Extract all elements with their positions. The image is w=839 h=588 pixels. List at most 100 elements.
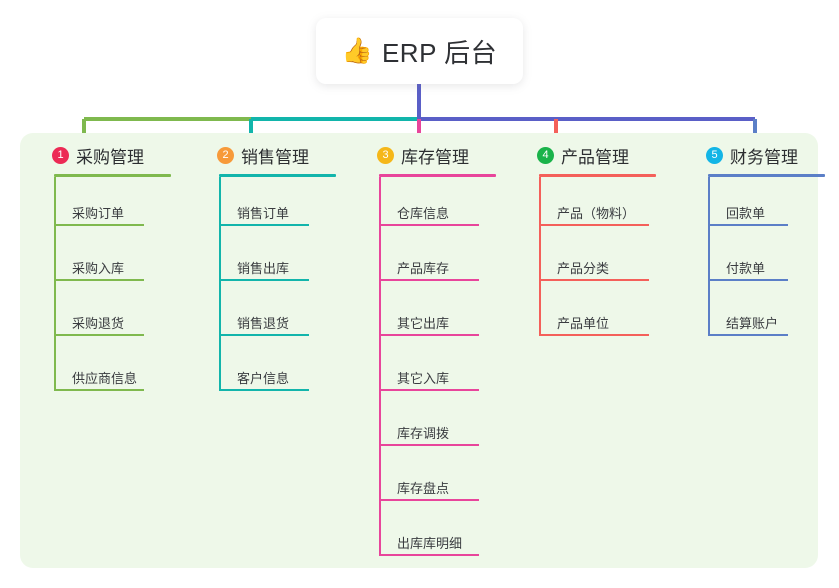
list-item-rule: [379, 444, 479, 446]
list-item[interactable]: 回款单: [690, 177, 839, 232]
column-header-rule: [54, 174, 171, 177]
column-title: 库存管理: [401, 147, 469, 167]
list-item[interactable]: 付款单: [690, 232, 839, 287]
column-4: 4 产品管理产品（物料） 产品分类产品单位: [521, 142, 681, 342]
list-item[interactable]: 采购订单: [36, 177, 196, 232]
list-item-rule: [54, 334, 144, 336]
list-item-label: 销售出库: [237, 261, 290, 276]
list-item-label: 结算账户: [726, 316, 779, 331]
column-trunk-line: [54, 177, 56, 391]
list-item-label: 其它出库: [397, 316, 450, 331]
list-item[interactable]: 其它入库: [361, 342, 521, 397]
column-number-badge: 1: [52, 146, 69, 164]
list-item-label: 产品库存: [397, 261, 450, 276]
page-title: ERP 后台: [381, 37, 498, 68]
list-item[interactable]: 出库库明细: [361, 507, 521, 562]
list-item-rule: [379, 389, 479, 391]
list-item-rule: [708, 279, 788, 281]
column-header-rule: [379, 174, 496, 177]
list-item[interactable]: 采购退货: [36, 287, 196, 342]
list-item[interactable]: 销售订单: [201, 177, 361, 232]
list-item-rule: [539, 334, 649, 336]
column-header-3[interactable]: 3 库存管理: [361, 142, 521, 168]
list-item[interactable]: 销售出库: [201, 232, 361, 287]
list-item[interactable]: 产品分类: [521, 232, 681, 287]
list-item[interactable]: 产品库存: [361, 232, 521, 287]
list-item-rule: [219, 389, 309, 391]
list-item[interactable]: 仓库信息: [361, 177, 521, 232]
list-item-label: 客户信息: [237, 371, 290, 386]
column-item-list: 销售订单销售出库销售退货客户信息: [201, 177, 361, 397]
list-item-rule: [539, 279, 649, 281]
column-5: 5 财务管理回款单付款单结算账户: [690, 142, 839, 342]
column-title: 产品管理: [561, 147, 629, 167]
column-title: 销售管理: [241, 147, 309, 167]
list-item[interactable]: 其它出库: [361, 287, 521, 342]
list-item-label: 仓库信息: [397, 206, 450, 221]
column-trunk-line: [708, 177, 710, 336]
list-item-label: 出库库明细: [397, 536, 463, 551]
list-item[interactable]: 采购入库: [36, 232, 196, 287]
list-item[interactable]: 客户信息: [201, 342, 361, 397]
list-item-label: 采购入库: [72, 261, 125, 276]
list-item-label: 采购退货: [72, 316, 125, 331]
column-title: 财务管理: [730, 147, 798, 167]
list-item-label: 产品分类: [557, 261, 610, 276]
list-item-rule: [539, 224, 649, 226]
column-number-badge: 2: [217, 146, 234, 164]
column-trunk-line: [219, 177, 221, 391]
column-2: 2 销售管理销售订单销售出库销售退货客户信息: [201, 142, 361, 397]
column-header-2[interactable]: 2 销售管理: [201, 142, 361, 168]
list-item[interactable]: 结算账户: [690, 287, 839, 342]
column-number-badge: 4: [537, 146, 554, 164]
column-item-list: 仓库信息产品库存其它出库其它入库库存调拨库存盘点出库库明细: [361, 177, 521, 562]
column-header-5[interactable]: 5 财务管理: [690, 142, 839, 168]
column-item-list: 产品（物料） 产品分类产品单位: [521, 177, 681, 342]
column-trunk-line: [379, 177, 381, 556]
list-item-label: 供应商信息: [72, 371, 138, 386]
list-item-label: 产品单位: [557, 316, 610, 331]
content-panel: [20, 133, 818, 568]
list-item[interactable]: 库存调拨: [361, 397, 521, 452]
column-header-1[interactable]: 1 采购管理: [36, 142, 196, 168]
column-header-rule: [539, 174, 656, 177]
list-item-rule: [379, 554, 479, 556]
list-item-label: 回款单: [726, 206, 766, 221]
list-item-label: 其它入库: [397, 371, 450, 386]
list-item-rule: [54, 224, 144, 226]
column-item-list: 采购订单采购入库采购退货供应商信息: [36, 177, 196, 397]
list-item[interactable]: 产品（物料）: [521, 177, 681, 232]
list-item-rule: [219, 224, 309, 226]
root-title-card[interactable]: 👍 ERP 后台: [316, 18, 523, 84]
list-item-rule: [379, 279, 479, 281]
list-item-rule: [379, 334, 479, 336]
list-item[interactable]: 销售退货: [201, 287, 361, 342]
column-header-rule: [219, 174, 336, 177]
list-item-label: 销售退货: [237, 316, 290, 331]
column-number-badge: 3: [377, 146, 394, 164]
column-3: 3 库存管理仓库信息产品库存其它出库其它入库库存调拨库存盘点出库库明细: [361, 142, 521, 562]
column-trunk-line: [539, 177, 541, 336]
list-item-label: 采购订单: [72, 206, 125, 221]
column-number-badge: 5: [706, 146, 723, 164]
list-item-rule: [219, 334, 309, 336]
column-item-list: 回款单付款单结算账户: [690, 177, 839, 342]
list-item-label: 库存盘点: [397, 481, 450, 496]
list-item[interactable]: 产品单位: [521, 287, 681, 342]
list-item-rule: [379, 224, 479, 226]
list-item-rule: [708, 224, 788, 226]
column-1: 1 采购管理采购订单采购入库采购退货供应商信息: [36, 142, 196, 397]
thumbs-up-icon: 👍: [341, 36, 373, 65]
column-header-4[interactable]: 4 产品管理: [521, 142, 681, 168]
list-item-label: 付款单: [726, 261, 766, 276]
list-item[interactable]: 供应商信息: [36, 342, 196, 397]
list-item-rule: [54, 389, 144, 391]
column-title: 采购管理: [76, 147, 144, 167]
list-item-label: 库存调拨: [397, 426, 450, 441]
list-item-label: 产品（物料）: [557, 206, 636, 221]
list-item-rule: [219, 279, 309, 281]
list-item[interactable]: 库存盘点: [361, 452, 521, 507]
list-item-rule: [379, 499, 479, 501]
